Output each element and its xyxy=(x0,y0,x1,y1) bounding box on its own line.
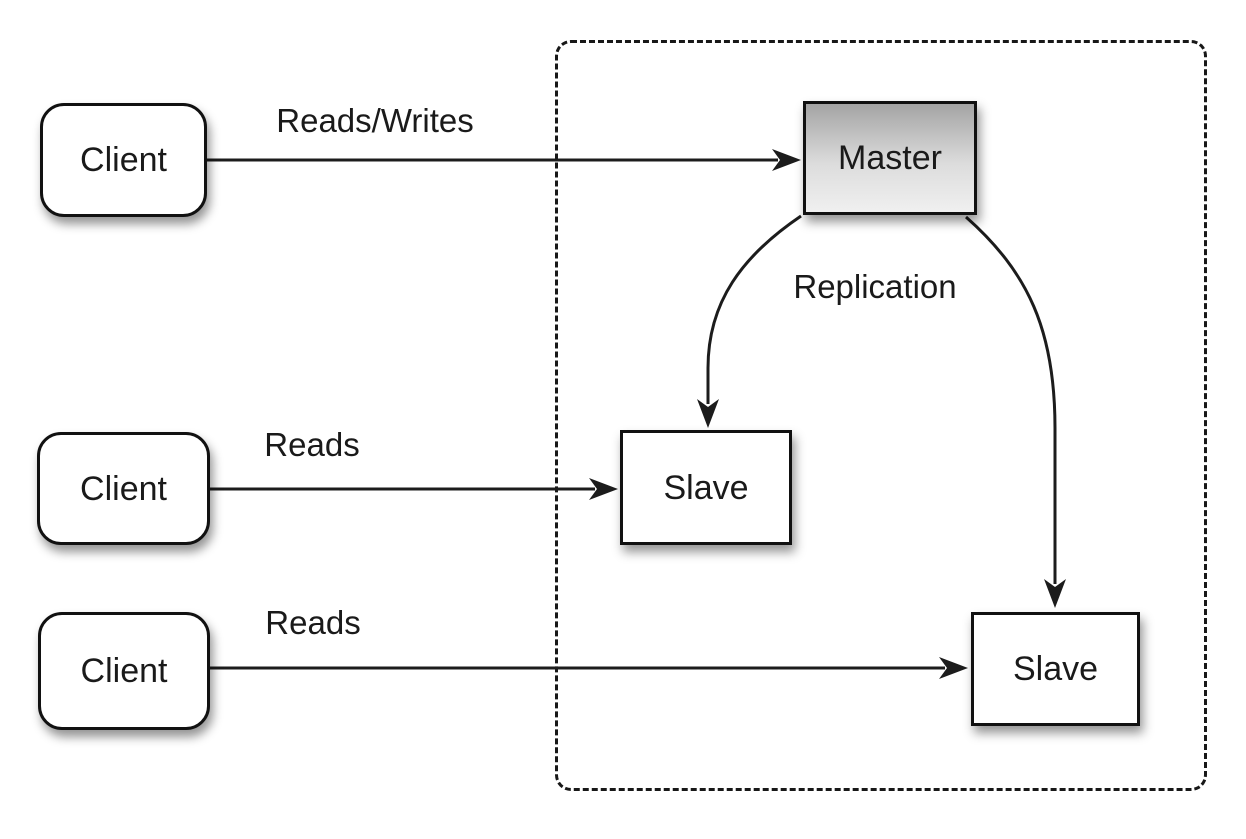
slave-node-1: Slave xyxy=(620,430,792,545)
reads-label-middle: Reads xyxy=(264,426,360,463)
replication-label: Replication xyxy=(793,268,957,305)
reads-writes-arrow xyxy=(207,149,801,171)
reads-label-bottom: Reads xyxy=(265,604,361,641)
replication-group-boundary xyxy=(555,40,1207,791)
slave-node-2: Slave xyxy=(971,612,1140,726)
replication-arrow-right xyxy=(965,215,1066,608)
reads-writes-label: Reads/Writes xyxy=(276,102,474,139)
client-node-2: Client xyxy=(37,432,210,545)
replication-arrow-left xyxy=(697,214,802,428)
client-node-3: Client xyxy=(38,612,210,730)
reads-arrow-middle xyxy=(210,478,618,500)
master-node: Master xyxy=(803,101,977,215)
client-node-1: Client xyxy=(40,103,207,217)
reads-arrow-bottom xyxy=(210,657,968,679)
